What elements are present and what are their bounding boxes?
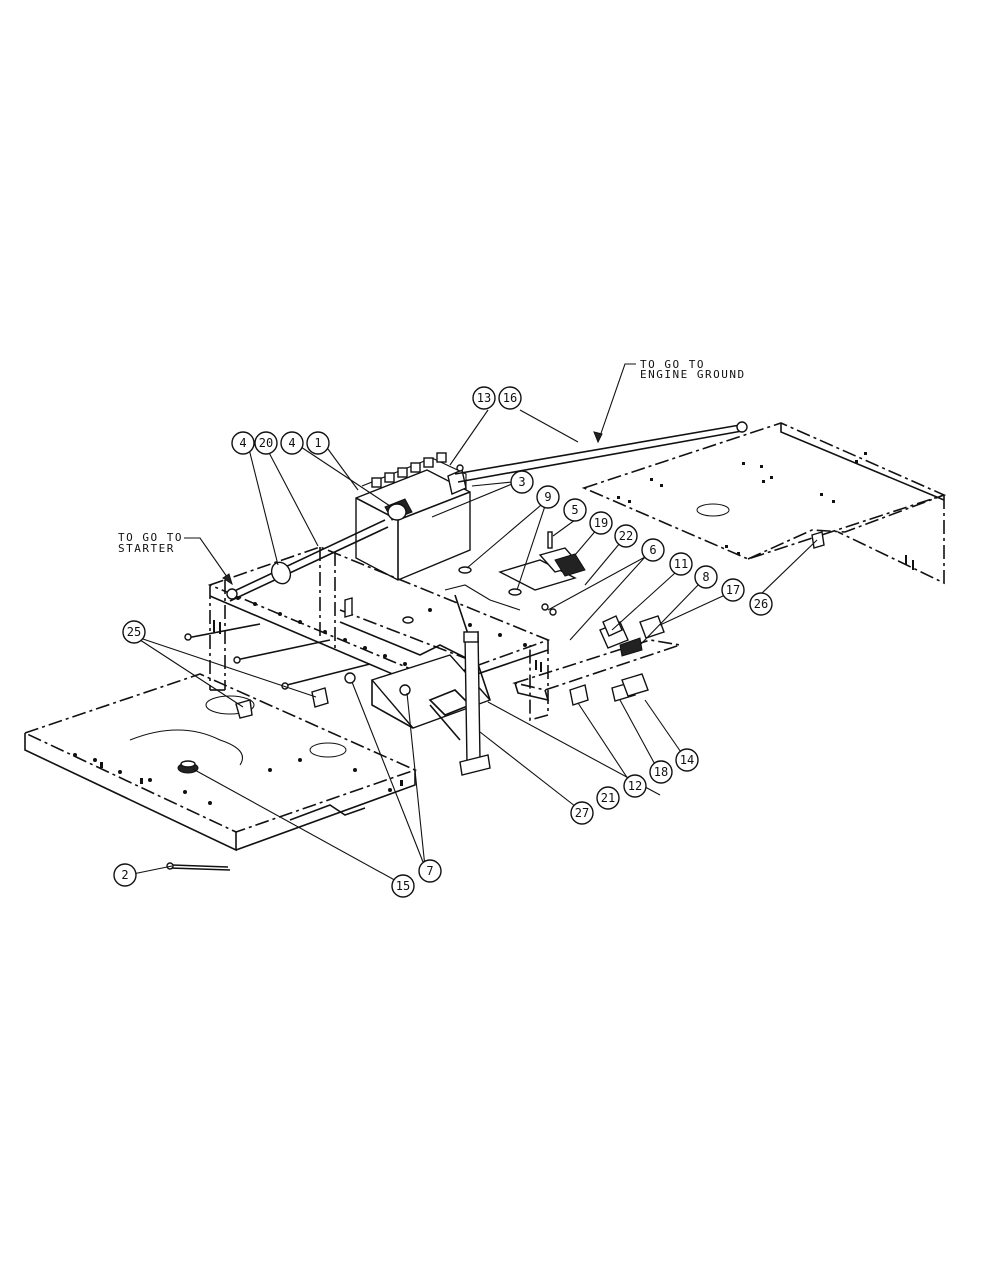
svg-text:3: 3 [518, 475, 525, 489]
svg-text:17: 17 [726, 583, 740, 597]
callout-2: 2 [113, 863, 137, 887]
svg-text:6: 6 [649, 543, 656, 557]
svg-text:27: 27 [575, 806, 589, 820]
callout-5: 5 [563, 498, 587, 522]
cables [166, 421, 825, 871]
callout-16: 16 [498, 386, 522, 410]
battery-tray-frame [207, 546, 551, 722]
svg-text:1: 1 [314, 436, 321, 450]
note-starter-line2: STARTER [118, 542, 175, 555]
svg-text:9: 9 [544, 490, 551, 504]
svg-text:7: 7 [426, 864, 433, 878]
note-starter: TO GO TO STARTER [118, 531, 233, 586]
callout-3: 3 [510, 470, 534, 494]
battery-strap [459, 631, 491, 776]
callout-4-right: 4 [280, 431, 304, 455]
svg-text:16: 16 [503, 391, 517, 405]
callout-12: 12 [623, 774, 647, 798]
solenoid-bracket [498, 531, 586, 616]
svg-text:18: 18 [654, 765, 668, 779]
callout-11: 11 [669, 552, 693, 576]
svg-text:14: 14 [680, 753, 694, 767]
battery [355, 452, 471, 581]
callout-21: 21 [596, 786, 620, 810]
lower-support-bracket [370, 594, 492, 741]
switch-panel [511, 615, 681, 706]
rear-deck-panel [581, 422, 947, 585]
svg-text:26: 26 [754, 597, 768, 611]
svg-text:4: 4 [239, 436, 246, 450]
svg-text:5: 5 [571, 503, 578, 517]
svg-text:13: 13 [477, 391, 491, 405]
note-starter-line1: TO GO TO [118, 531, 183, 544]
svg-text:22: 22 [619, 529, 633, 543]
callout-20: 20 [254, 431, 278, 455]
callout-19: 19 [589, 511, 613, 535]
svg-text:19: 19 [594, 516, 608, 530]
callout-6: 6 [641, 538, 665, 562]
callout-7: 7 [418, 859, 442, 883]
callout-15: 15 [391, 874, 415, 898]
callout-4-left: 4 [231, 431, 255, 455]
callout-1: 1 [306, 431, 330, 455]
svg-text:2: 2 [121, 868, 128, 882]
callout-8: 8 [694, 565, 718, 589]
callout-26: 26 [749, 592, 773, 616]
callout-25: 25 [122, 620, 146, 644]
callout-14: 14 [675, 748, 699, 772]
base-plate [22, 673, 418, 852]
note-engine-ground: TO GO TO ENGINE GROUND [593, 358, 746, 444]
svg-text:20: 20 [259, 436, 273, 450]
svg-text:12: 12 [628, 779, 642, 793]
svg-text:15: 15 [396, 879, 410, 893]
note-engine-ground-line1: TO GO TO [640, 358, 705, 371]
callout-17: 17 [721, 578, 745, 602]
leader-lines [127, 409, 818, 884]
note-engine-ground-line2: ENGINE GROUND [640, 368, 746, 381]
svg-text:25: 25 [127, 625, 141, 639]
svg-text:21: 21 [601, 791, 615, 805]
callout-13: 13 [472, 386, 496, 410]
callout-9: 9 [536, 485, 560, 509]
svg-text:11: 11 [674, 557, 688, 571]
callout-27: 27 [570, 801, 594, 825]
callout-22: 22 [614, 524, 638, 548]
svg-text:4: 4 [288, 436, 295, 450]
svg-text:8: 8 [702, 570, 709, 584]
callout-18: 18 [649, 760, 673, 784]
